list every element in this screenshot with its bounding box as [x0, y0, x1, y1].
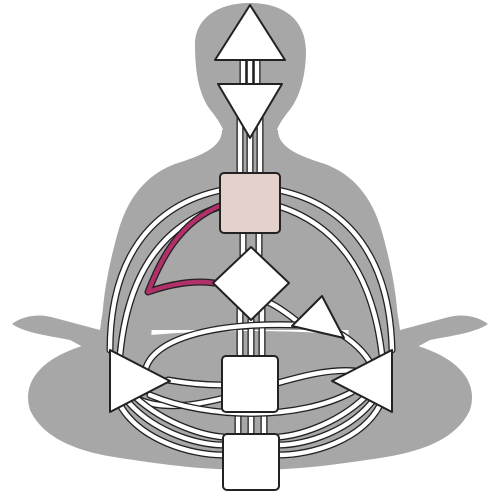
channel-spleen-heart-arc-fill [142, 322, 301, 375]
center-ajna-triangle [217, 83, 283, 139]
channel-throat-solar-inner-fill [275, 203, 385, 358]
channel-spleen-root-1-fill [117, 402, 226, 458]
channel-spleen-root-2-fill [122, 395, 226, 448]
channel-throat-solar-outer-fill [275, 187, 395, 353]
channel-solar-root-3-fill [276, 389, 373, 440]
center-heart-triangle [291, 295, 345, 339]
channel-solar-root-1-fill [276, 402, 383, 458]
center-head-triangle [214, 4, 286, 61]
channel-spleen-sacral-upper-fill [165, 377, 225, 388]
energy-centers [109, 4, 393, 491]
channel-network [106, 56, 396, 459]
center-g-diamond [212, 246, 290, 321]
center-spleen-triangle [109, 349, 171, 413]
active-channel-throat-g [145, 202, 225, 295]
channel-spleen-root-3-fill [127, 389, 226, 440]
channel-solar-root-2-fill [276, 395, 378, 448]
channel-g-heart-fill [267, 300, 301, 325]
channel-throat-spleen-outer-fill [107, 187, 225, 353]
channel-spleen-solar-lower-fill [147, 389, 355, 416]
center-solar-plexus-triangle [331, 349, 393, 413]
center-throat-square [219, 172, 281, 234]
center-sacral-square [221, 355, 279, 413]
center-root-square [222, 433, 280, 491]
silhouette-left-arm [12, 240, 155, 358]
